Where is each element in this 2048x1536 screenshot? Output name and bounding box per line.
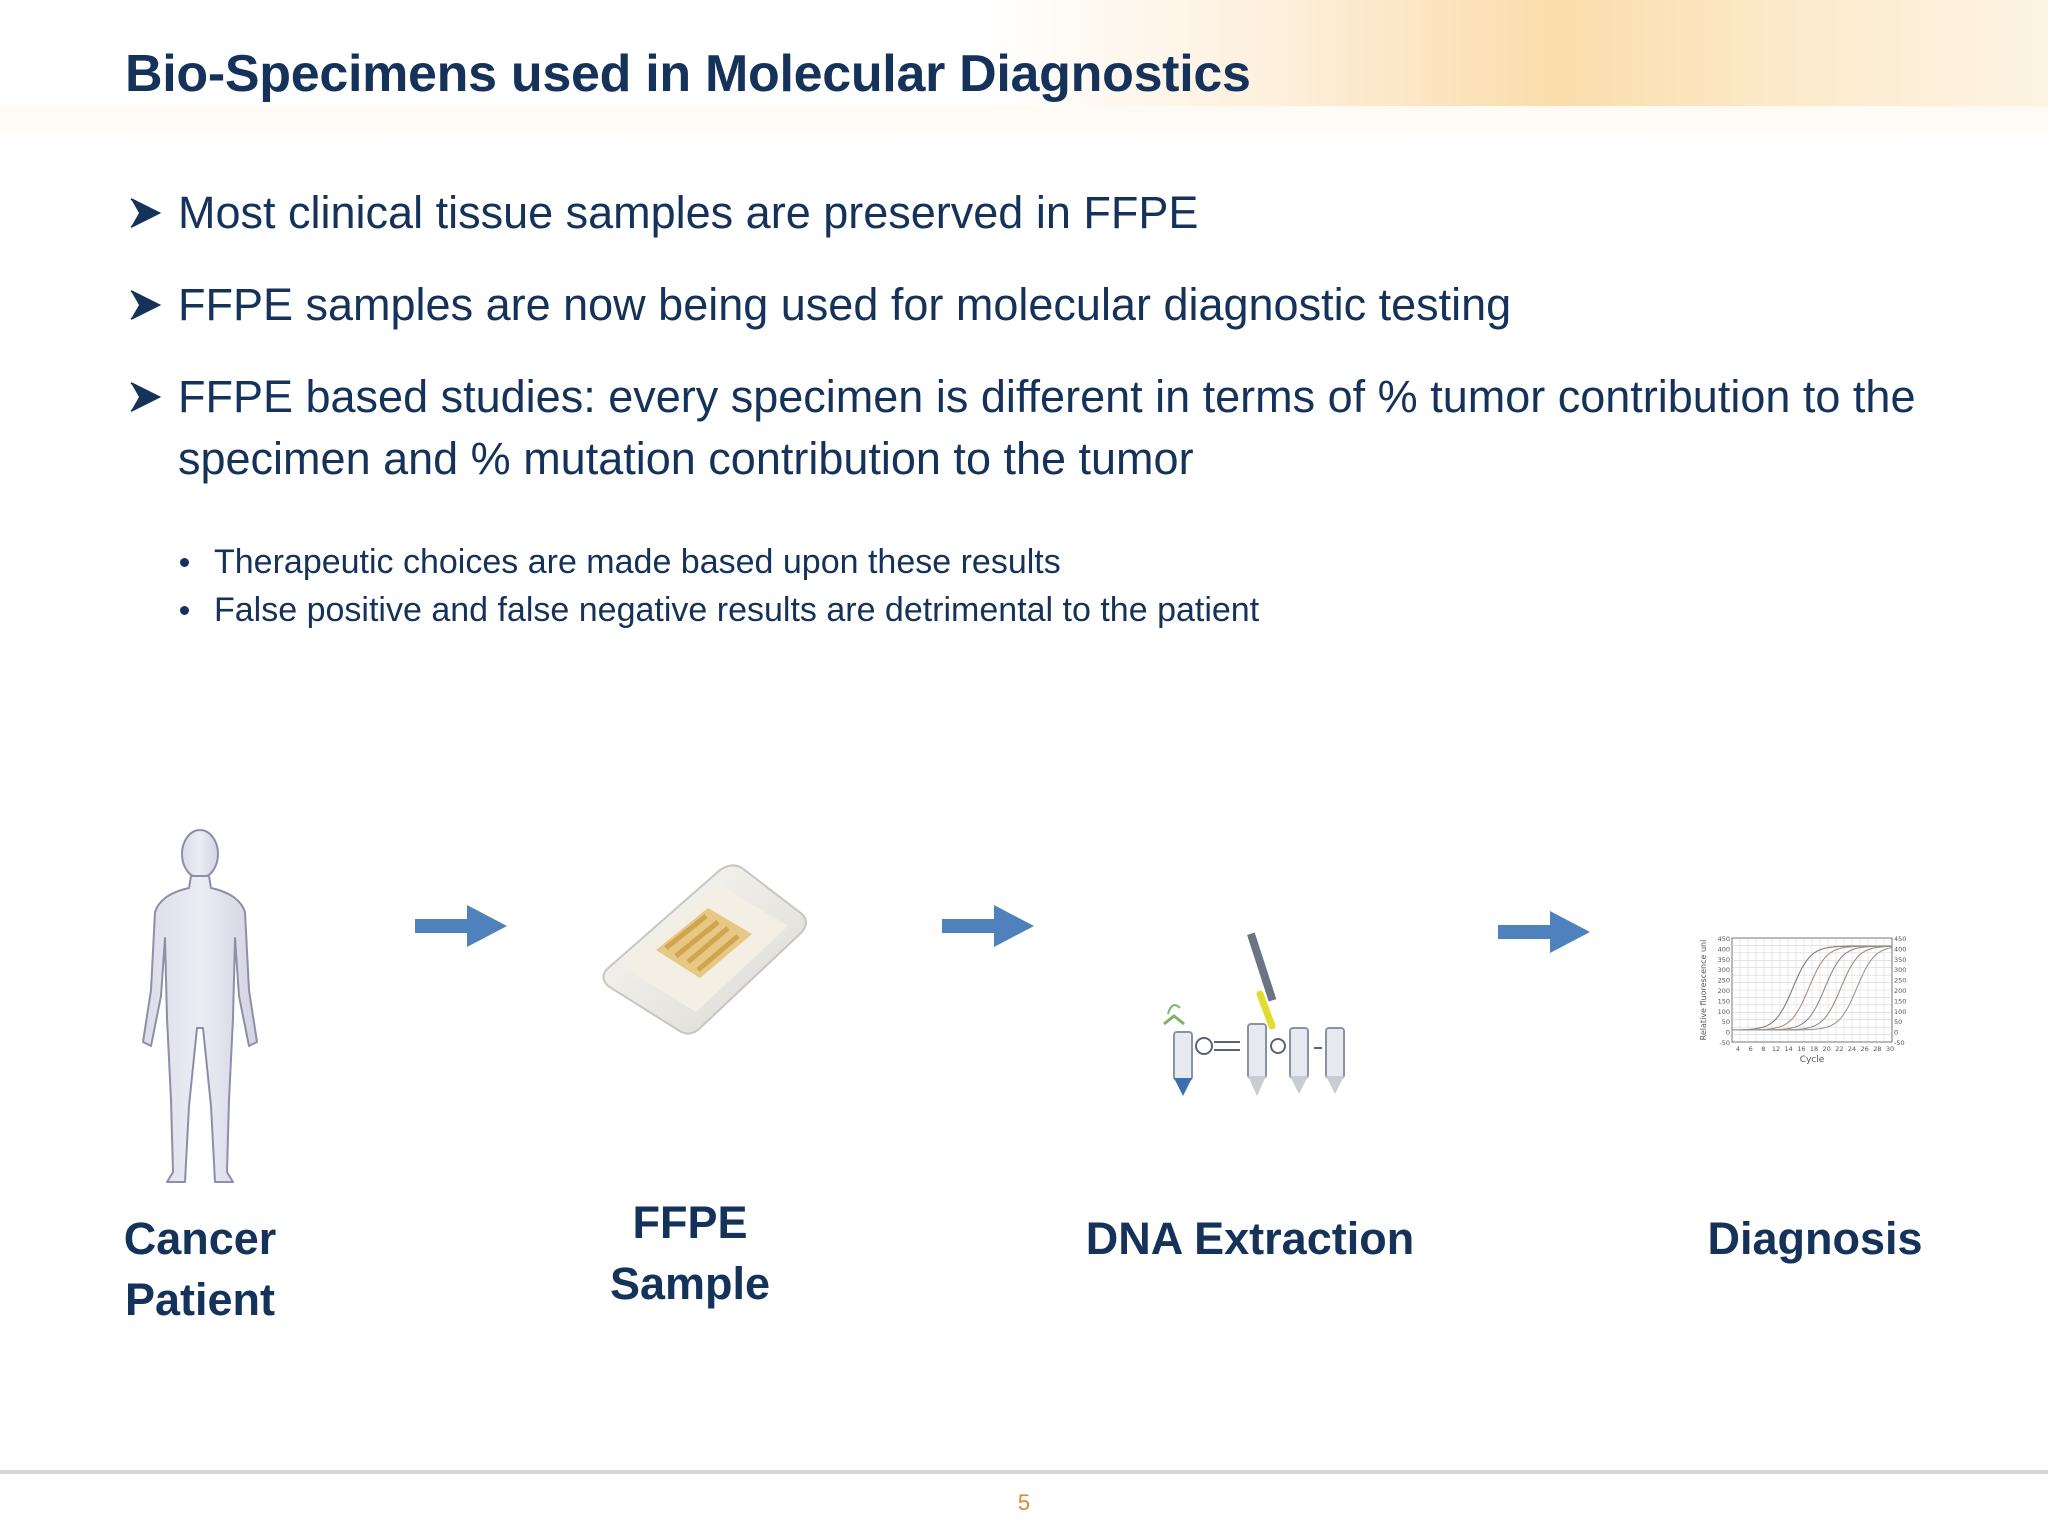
plot-ytick-label: 100 xyxy=(1718,1008,1730,1016)
plot-ytick-label: 0 xyxy=(1726,1029,1730,1037)
dna-extraction-tubes-icon xyxy=(1163,932,1345,1096)
step-label-line: Diagnosis xyxy=(1707,1213,1923,1264)
plot-ytick-label: 350 xyxy=(1894,956,1906,964)
page-number: 5 xyxy=(1017,1490,1031,1515)
arrowhead-bullet-icon xyxy=(130,290,162,320)
sub-bullet-item: Therapeutic choices are made based upon … xyxy=(178,538,1259,586)
bullet-list: Most clinical tissue samples are preserv… xyxy=(128,182,1948,520)
plot-xtick-label: 14 xyxy=(1785,1045,1793,1053)
step-label-line: Sample xyxy=(609,1258,771,1309)
plot-xtick-label: 20 xyxy=(1823,1045,1831,1053)
plot-xtick-label: 16 xyxy=(1797,1045,1805,1053)
plot-ytick-label: 400 xyxy=(1894,945,1906,953)
plot-xtick-label: 12 xyxy=(1772,1045,1780,1053)
plot-ytick-label: 250 xyxy=(1894,977,1906,985)
plot-ytick-label: -50 xyxy=(1894,1039,1905,1047)
plot-xtick-label: 8 xyxy=(1761,1045,1765,1053)
plot-ytick-label: 150 xyxy=(1718,997,1730,1005)
human-silhouette-icon xyxy=(142,829,258,1183)
step-label-line: DNA Extraction xyxy=(1085,1213,1415,1264)
footer-divider xyxy=(0,1470,2048,1474)
step-label-line: FFPE xyxy=(632,1197,748,1248)
bullet-item: FFPE based studies: every specimen is di… xyxy=(128,366,1948,490)
step-label-dna-extraction: DNA Extraction xyxy=(1050,1208,1450,1269)
plot-ytick-label: 50 xyxy=(1722,1018,1730,1026)
plot-xtick-label: 18 xyxy=(1810,1045,1818,1053)
plot-ytick-label: 250 xyxy=(1718,977,1730,985)
bullet-item: Most clinical tissue samples are preserv… xyxy=(128,182,1948,244)
plot-xtick-label: 24 xyxy=(1848,1045,1856,1053)
plot-ytick-label: 400 xyxy=(1718,945,1730,953)
step-label-ffpe-sample: FFPE Sample xyxy=(580,1192,800,1314)
plot-ytick-label: 300 xyxy=(1718,966,1730,974)
sub-bullet-item: False positive and false negative result… xyxy=(178,586,1259,634)
plot-xlabel: Cycle xyxy=(1800,1055,1825,1065)
plot-xtick-label: 22 xyxy=(1835,1045,1843,1053)
arrowhead-bullet-icon xyxy=(130,198,162,228)
flow-arrow-icon xyxy=(415,905,507,947)
plot-xtick-label: 26 xyxy=(1861,1045,1869,1053)
step-label-cancer-patient: Cancer Patient xyxy=(90,1208,310,1330)
bullet-text: Most clinical tissue samples are preserv… xyxy=(178,187,1199,238)
tissue-cassette-icon xyxy=(602,864,807,1035)
step-label-line: Patient xyxy=(124,1274,276,1325)
plot-ylabel: Relative fluorescence uni xyxy=(1699,940,1708,1041)
flow-arrow-icon xyxy=(942,905,1034,947)
bullet-text: FFPE samples are now being used for mole… xyxy=(178,279,1512,330)
amplification-curve xyxy=(1732,947,1893,1031)
bullet-text: FFPE based studies: every specimen is di… xyxy=(178,371,1916,484)
plot-ytick-label: 200 xyxy=(1718,987,1730,995)
page-title: Bio-Specimens used in Molecular Diagnost… xyxy=(125,45,1251,103)
plot-xtick-label: 4 xyxy=(1736,1045,1740,1053)
plot-xtick-label: 28 xyxy=(1873,1045,1881,1053)
step-label-diagnosis: Diagnosis xyxy=(1680,1208,1950,1269)
sub-bullet-list: Therapeutic choices are made based upon … xyxy=(178,538,1259,634)
bullet-item: FFPE samples are now being used for mole… xyxy=(128,274,1948,336)
plot-frame xyxy=(1731,937,1893,1043)
plot-ytick-label: 50 xyxy=(1894,1018,1902,1026)
step-label-line: Cancer xyxy=(123,1213,277,1264)
plot-ytick-label: 100 xyxy=(1894,1008,1906,1016)
arrowhead-bullet-icon xyxy=(130,382,162,412)
plot-ytick-label: 350 xyxy=(1718,956,1730,964)
plot-ytick-label: 450 xyxy=(1718,935,1730,943)
plot-ytick-label: 450 xyxy=(1894,935,1906,943)
title-banner xyxy=(0,0,2048,146)
plot-ytick-label: 0 xyxy=(1894,1029,1898,1037)
plot-xtick-label: 30 xyxy=(1886,1045,1894,1053)
plot-ytick-label: 150 xyxy=(1894,997,1906,1005)
plot-xtick-label: 6 xyxy=(1749,1045,1753,1053)
plot-ytick-label: 200 xyxy=(1894,987,1906,995)
plot-ytick-label: -50 xyxy=(1719,1039,1730,1047)
flow-arrow-icon xyxy=(1498,911,1590,953)
plot-ytick-label: 300 xyxy=(1894,966,1906,974)
